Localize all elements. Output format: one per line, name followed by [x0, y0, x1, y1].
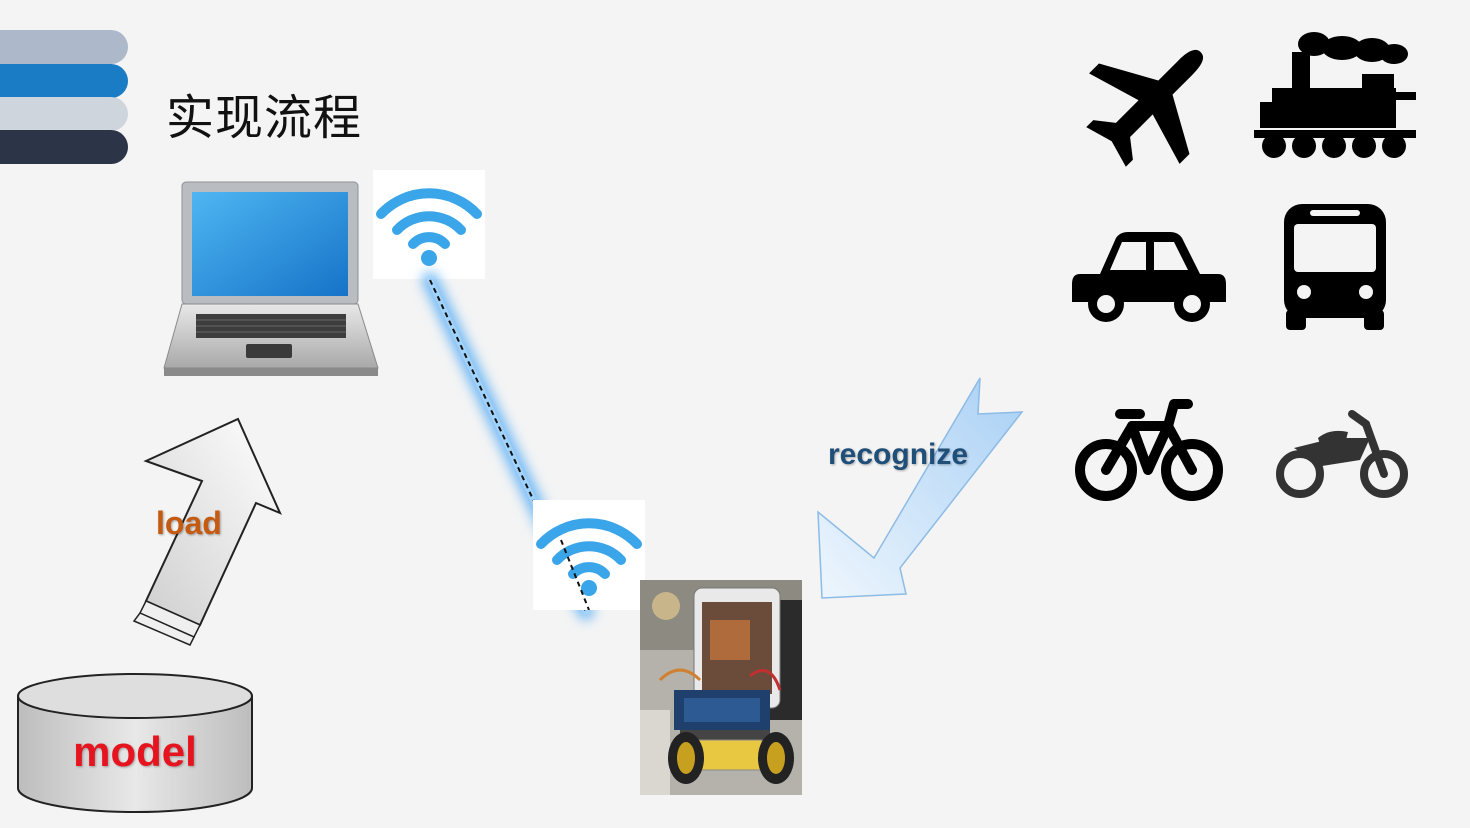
- wifi-icon: [376, 188, 482, 266]
- wifi-box-laptop: [373, 170, 485, 279]
- deco-bar-2: [0, 64, 128, 98]
- robot-car-photo: [640, 580, 802, 795]
- car-icon: [1072, 232, 1226, 322]
- model-label: model: [73, 728, 197, 775]
- laptop-icon: [163, 181, 379, 376]
- bus-icon: [1284, 204, 1386, 330]
- motorcycle-icon: [1276, 410, 1408, 498]
- recognize-label: recognize: [828, 438, 969, 471]
- wifi-icon: [536, 518, 642, 611]
- load-label: load: [156, 505, 222, 541]
- recognize-arrow: [817, 377, 1024, 599]
- airplane-icon: [1086, 49, 1204, 167]
- load-arrow: [132, 417, 282, 646]
- database-cylinder-icon: [17, 673, 253, 813]
- deco-bar-3: [0, 97, 128, 131]
- page-title: 实现流程: [166, 90, 363, 146]
- train-icon: [1254, 32, 1416, 158]
- wifi-box-robot: [533, 500, 645, 611]
- deco-bar-4: [0, 130, 128, 164]
- bicycle-icon: [1075, 399, 1223, 501]
- deco-bar-1: [0, 30, 128, 64]
